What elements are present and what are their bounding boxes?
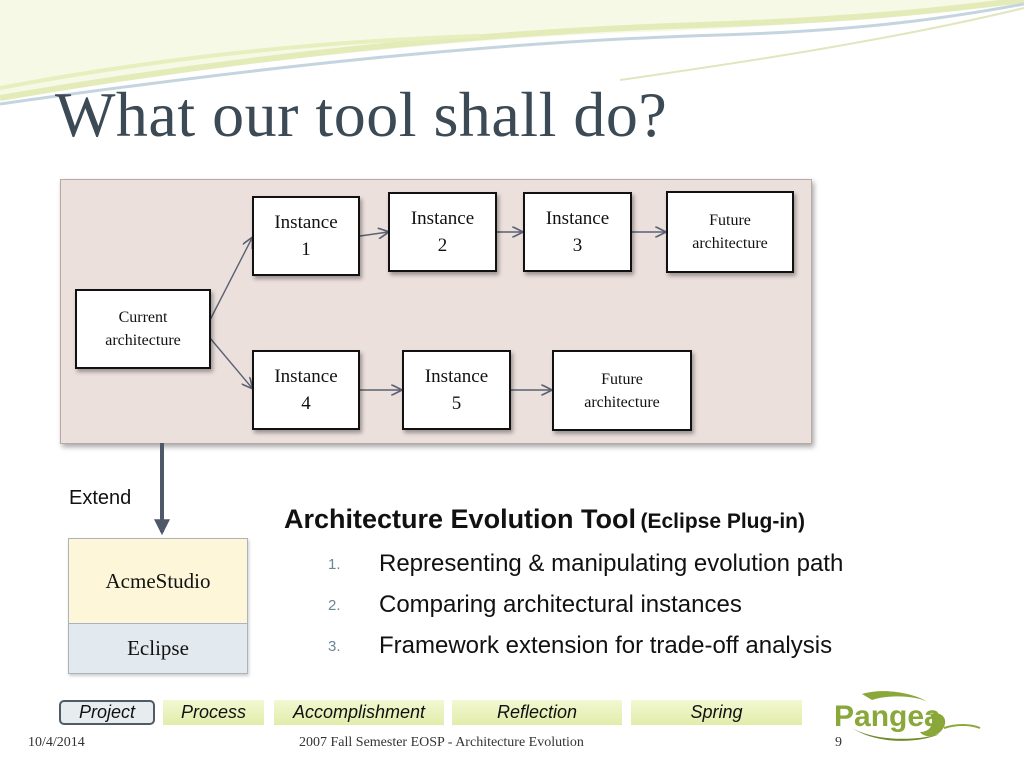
tab-project[interactable]: Project xyxy=(59,700,155,725)
node-current-architecture: Current architecture xyxy=(75,289,211,369)
node-instance-5: Instance 5 xyxy=(402,350,511,430)
node-label: Instance 2 xyxy=(410,208,475,256)
tab-spring[interactable]: Spring xyxy=(631,700,802,725)
slide-title: What our tool shall do? xyxy=(55,79,668,150)
section-nav: Project Process Accomplishment Reflectio… xyxy=(0,700,1024,728)
footer-date: 10/4/2014 xyxy=(28,735,85,750)
feature-number: 2. xyxy=(328,597,341,614)
tab-accomplishment[interactable]: Accomplishment xyxy=(274,700,444,725)
extend-label: Extend xyxy=(69,487,132,509)
node-instance-3: Instance 3 xyxy=(523,192,632,272)
pangea-logo: Pangea xyxy=(834,691,981,741)
node-label: Instance 4 xyxy=(274,366,338,414)
tool-heading-main: Architecture Evolution Tool xyxy=(284,504,637,534)
eclipse-layer: Eclipse xyxy=(69,624,247,673)
node-label: Instance 3 xyxy=(545,208,610,256)
tool-heading: Architecture Evolution Tool (Eclipse Plu… xyxy=(284,504,805,535)
feature-text: Framework extension for trade-off analys… xyxy=(379,632,833,659)
feature-number: 3. xyxy=(328,638,341,655)
node-instance-4: Instance 4 xyxy=(252,350,360,430)
node-instance-2: Instance 2 xyxy=(388,192,497,272)
tool-heading-sub: (Eclipse Plug-in) xyxy=(640,510,805,533)
feature-text: Representing & manipulating evolution pa… xyxy=(379,550,844,577)
feature-text: Comparing architectural instances xyxy=(379,591,742,618)
feature-number: 1. xyxy=(328,556,341,573)
platform-stack: AcmeStudio Eclipse xyxy=(68,538,248,674)
node-label: Current architecture xyxy=(105,309,181,349)
tab-process[interactable]: Process xyxy=(163,700,264,725)
node-label: Instance 5 xyxy=(424,366,489,414)
node-future-architecture-top: Future architecture xyxy=(666,191,794,273)
tab-reflection[interactable]: Reflection xyxy=(452,700,622,725)
acmestudio-layer: AcmeStudio xyxy=(69,539,247,624)
footer-page-number: 9 xyxy=(835,735,842,750)
node-instance-1: Instance 1 xyxy=(252,196,360,276)
header-swoosh-decoration xyxy=(0,0,1024,106)
node-label: Future architecture xyxy=(584,370,660,411)
node-label: Future architecture xyxy=(692,212,768,252)
logo-text: Pangea xyxy=(834,700,941,733)
node-label: Instance 1 xyxy=(274,212,338,260)
footer-caption: 2007 Fall Semester EOSP - Architecture E… xyxy=(299,735,584,750)
node-future-architecture-bottom: Future architecture xyxy=(552,350,692,431)
